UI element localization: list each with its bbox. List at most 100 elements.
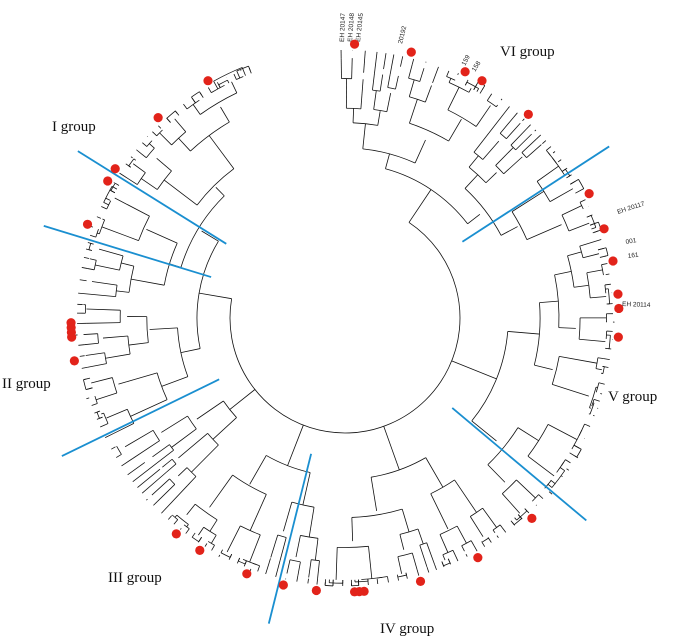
tree-branch	[374, 51, 378, 74]
tree-branch	[105, 423, 109, 425]
tree-branch	[227, 80, 230, 84]
tree-branch	[516, 479, 536, 499]
tree-branch	[481, 542, 486, 547]
tree-branch-arc	[532, 494, 539, 502]
tree-branch	[130, 278, 165, 286]
tree-branch	[137, 468, 161, 488]
tree-branch	[517, 514, 522, 519]
tree-branch	[97, 232, 100, 235]
tree-branch	[166, 463, 177, 473]
tree-branch	[565, 459, 571, 464]
tree-branch	[229, 554, 233, 558]
highlight-marker	[110, 164, 120, 174]
tree-branch	[496, 535, 499, 538]
tree-branch	[376, 578, 379, 585]
tree-branch-arc	[556, 462, 564, 473]
tree-branch	[377, 111, 381, 126]
tree-branch	[522, 118, 525, 122]
highlight-marker	[613, 289, 623, 299]
tree-branch	[231, 81, 238, 94]
tree-branch	[507, 331, 540, 335]
tree-branch	[127, 462, 146, 476]
tree-branch	[573, 284, 589, 288]
tree-branch	[549, 188, 574, 202]
tree-branch	[448, 78, 452, 83]
tree-branch	[244, 560, 247, 565]
tree-branch	[500, 98, 503, 101]
tree-branch	[536, 134, 542, 140]
tree-branch	[132, 440, 160, 459]
tree-branch	[103, 202, 109, 206]
highlight-marker	[527, 513, 537, 523]
tree-branch-arc	[409, 122, 449, 142]
tree-branch-arc	[351, 508, 403, 518]
highlight-marker	[349, 587, 360, 597]
tree-branch	[456, 525, 467, 544]
tree-branch	[132, 163, 146, 173]
tree-branch	[373, 90, 377, 110]
tree-branch	[87, 268, 95, 271]
tree-branch-arc	[128, 158, 135, 167]
tree-branch	[110, 190, 116, 194]
tree-branch	[383, 53, 387, 70]
tree-branch	[199, 91, 204, 98]
tree-branch	[499, 524, 503, 528]
tree-branch-arc	[128, 266, 135, 293]
tree-branch	[559, 467, 565, 472]
tree-branch	[400, 56, 404, 67]
tree-branch	[417, 528, 424, 545]
tree-branch	[514, 517, 517, 521]
tree-branch-arc	[578, 317, 581, 340]
tree-branch	[524, 508, 528, 512]
tree-branch	[249, 455, 267, 485]
tree-branch	[426, 542, 435, 565]
tree-branch	[475, 105, 491, 127]
highlight-marker	[599, 224, 609, 234]
tree-branch-arc	[487, 100, 497, 108]
highlight-marker	[613, 332, 623, 342]
tree-branch	[506, 122, 521, 139]
tree-branch	[198, 527, 205, 536]
tree-branch	[539, 300, 559, 303]
tree-branch	[548, 491, 553, 495]
tree-branch	[85, 352, 105, 356]
tree-branch	[542, 140, 547, 144]
tree-branch	[597, 247, 607, 251]
tree-branch	[86, 397, 90, 400]
tree-branch	[409, 99, 418, 124]
tree-branch	[568, 222, 590, 232]
tree-branch-arc	[116, 445, 122, 455]
tree-branch	[130, 399, 168, 417]
tree-branch	[201, 230, 219, 242]
tree-branch	[573, 444, 582, 450]
tree-branch-arc	[586, 272, 591, 298]
tree-branch	[151, 478, 170, 496]
tree-branch-arc	[111, 377, 118, 394]
tree-branch	[161, 415, 188, 433]
tree-branch	[552, 151, 556, 154]
tree-branch	[185, 528, 190, 534]
tree-branch	[389, 54, 395, 75]
tree-branch	[416, 569, 420, 576]
leaf-label-20192: 20192	[397, 25, 408, 45]
tree-branch	[101, 412, 104, 415]
tree-branch	[178, 137, 191, 152]
tree-branch	[351, 58, 353, 79]
highlight-marker	[349, 39, 360, 49]
tree-branch	[124, 176, 138, 185]
tree-branch	[157, 484, 176, 502]
tree-branch-arc	[354, 580, 369, 583]
group-label-iii: III group	[108, 570, 162, 586]
tree-branch-arc	[103, 412, 109, 424]
highlight-marker	[608, 256, 618, 266]
tree-branch-arc	[236, 76, 244, 80]
tree-branch	[83, 377, 91, 381]
highlight-marker	[460, 67, 470, 77]
tree-branch	[174, 118, 187, 133]
tree-branch	[457, 73, 459, 76]
tree-branch	[554, 271, 572, 276]
tree-branch	[569, 452, 577, 458]
tree-branch	[287, 425, 304, 466]
tree-branch-arc	[607, 288, 610, 304]
tree-branch-arc	[602, 366, 605, 374]
